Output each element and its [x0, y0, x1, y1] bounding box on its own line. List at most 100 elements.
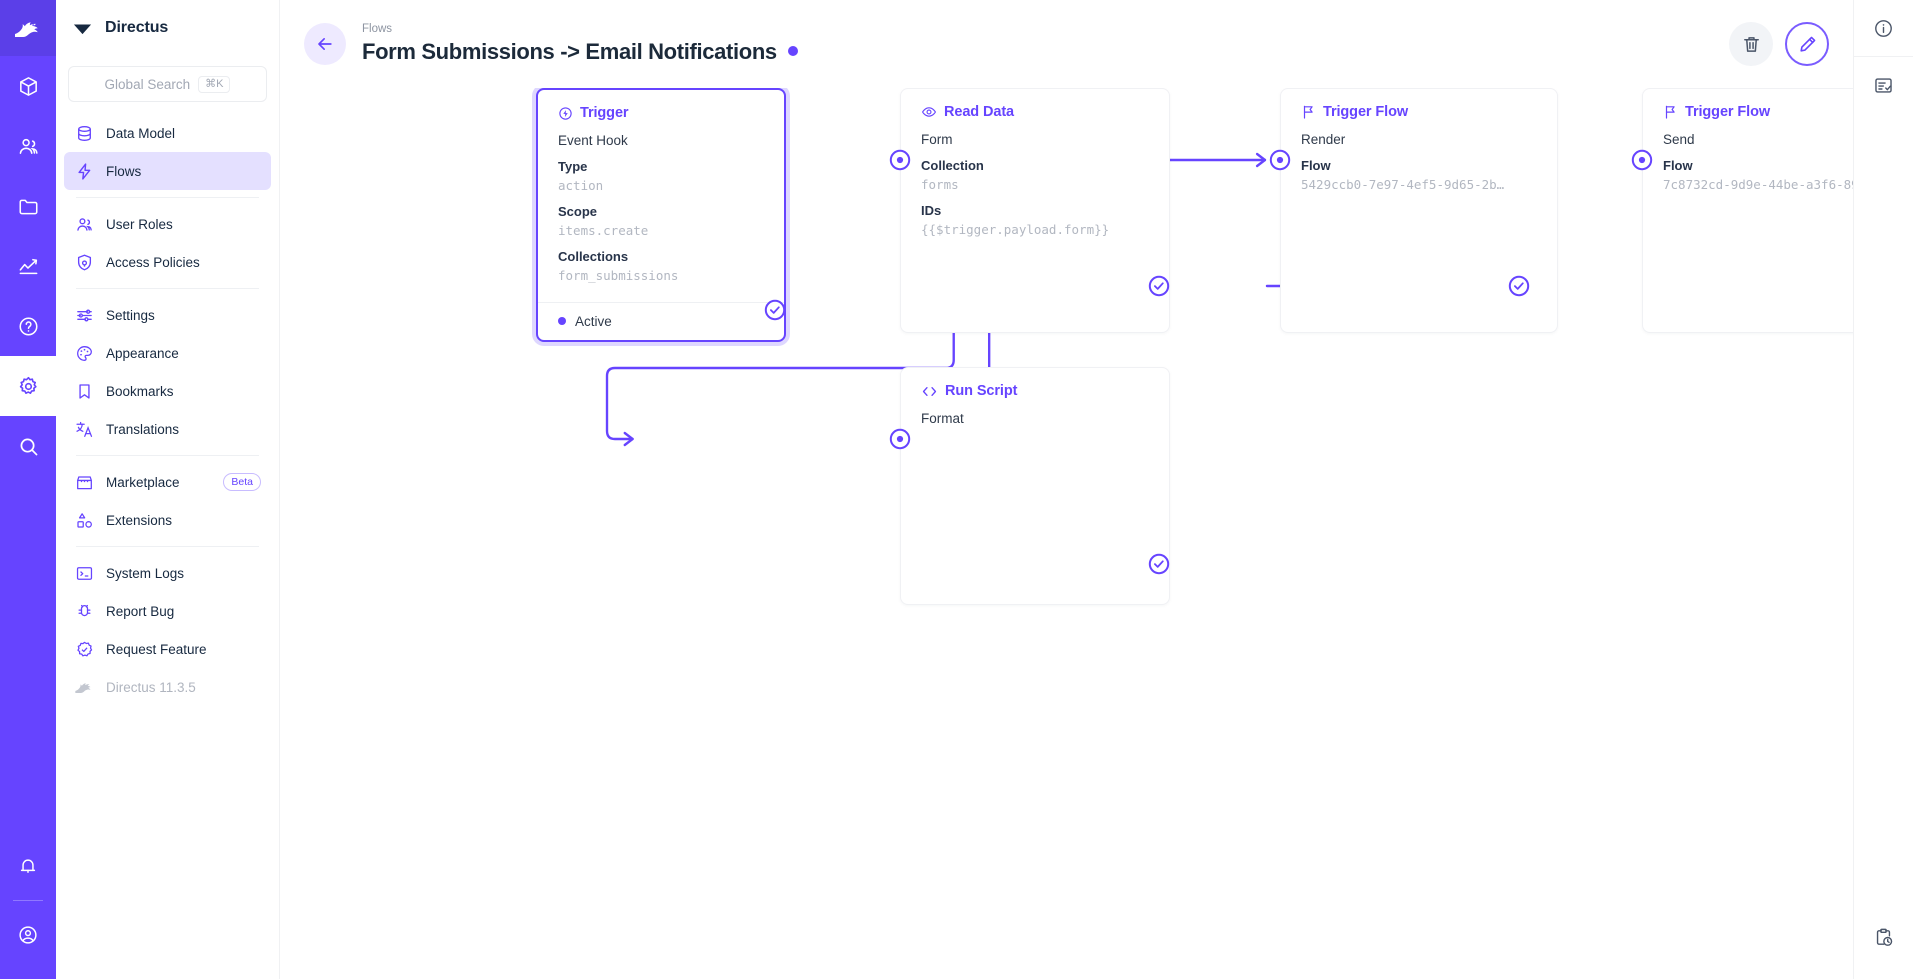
trash-icon [1743, 36, 1759, 52]
extensions-icon [74, 510, 94, 530]
sidebar-item-user-roles[interactable]: User Roles [64, 205, 271, 243]
trigger-status-label: Active [575, 313, 612, 329]
dot-circle-icon [889, 428, 911, 450]
active-dot-icon [558, 317, 566, 326]
flow-canvas[interactable]: Trigger Event Hook Type action Scope ite… [280, 88, 1853, 979]
sidebar-item-marketplace[interactable]: Marketplace Beta [64, 463, 271, 501]
trigger-bolt-circle-icon [559, 106, 572, 120]
breadcrumb[interactable]: Flows [362, 22, 393, 35]
field-key: Scope [558, 204, 598, 220]
sidebar-item-label: User Roles [106, 216, 173, 232]
port-render-input[interactable] [1269, 149, 1291, 171]
rail-item-notifications[interactable] [0, 836, 56, 896]
flow-node-read-data[interactable]: Read Data Form Collection forms IDs {{$t… [900, 88, 1170, 333]
rail-item-content[interactable] [0, 56, 56, 116]
sidebar-item-translations[interactable]: Translations [64, 410, 271, 448]
sidebar-item-appearance[interactable]: Appearance [64, 334, 271, 372]
sidebar-item-label: Access Policies [106, 254, 200, 270]
list-check-icon [1875, 77, 1892, 93]
sidebar-item-label: Directus 11.3.5 [106, 679, 196, 695]
rail-item-settings[interactable] [0, 356, 56, 416]
port-send-input[interactable] [1631, 149, 1653, 171]
port-read-data-resolve[interactable] [1148, 275, 1170, 297]
flow-node-trigger-flow-send[interactable]: Trigger Flow Send Flow 7c8732cd-9d9e-44b… [1642, 88, 1853, 333]
sidebar-item-request-feature[interactable]: Request Feature [64, 630, 271, 668]
sidebar-item-label: Data Model [106, 125, 176, 141]
rail-item-search[interactable] [0, 416, 56, 476]
port-read-data-input[interactable] [889, 149, 911, 171]
sidebar-item-version: Directus 11.3.5 [64, 668, 271, 706]
node-header-label: Trigger [580, 105, 629, 121]
node-header: Trigger Flow [1281, 89, 1557, 130]
field-value: items.create [558, 223, 649, 239]
node-header-label: Trigger Flow [1685, 104, 1771, 120]
sidebar-item-extensions[interactable]: Extensions [64, 501, 271, 539]
sidebar-item-settings[interactable]: Settings [64, 296, 271, 334]
sidebar-title: Directus [105, 19, 169, 36]
flow-node-run-script[interactable]: Run Script Format [900, 367, 1170, 605]
node-operation-name: Event Hook [558, 133, 628, 148]
dot-circle-icon [889, 149, 911, 171]
flow-info-button[interactable] [1854, 0, 1913, 56]
rail-divider [13, 900, 43, 901]
right-sidebar-divider [1853, 56, 1913, 57]
sidebar-divider [76, 546, 259, 547]
node-body: Event Hook Type action Scope items.creat… [538, 131, 784, 302]
module-rail [0, 0, 56, 979]
port-run-script-input[interactable] [889, 428, 911, 450]
flow-node-trigger[interactable]: Trigger Event Hook Type action Scope ite… [536, 88, 786, 342]
rail-item-docs[interactable] [0, 296, 56, 356]
sidebar-item-flows[interactable]: Flows [64, 152, 271, 190]
back-button[interactable] [304, 23, 346, 65]
settings-sidebar: Directus Global Search ⌘K Data Model Flo… [56, 0, 280, 979]
people-icon [19, 138, 38, 154]
trigger-status-row: Active [538, 301, 784, 340]
dot-circle-icon [1269, 149, 1291, 171]
node-header-label: Read Data [944, 104, 1015, 120]
sidebar-item-label: Extensions [106, 512, 173, 528]
rail-item-files[interactable] [0, 176, 56, 236]
search-shortcut: ⌘K [198, 75, 231, 93]
flow-logs-button[interactable] [1854, 57, 1913, 113]
node-operation-name: Format [921, 411, 964, 426]
node-header: Trigger [538, 90, 784, 131]
sidebar-divider [76, 288, 259, 289]
port-run-script-resolve[interactable] [1148, 553, 1170, 575]
translate-icon [74, 419, 94, 439]
field-key: IDs [921, 203, 942, 219]
activity-log-button[interactable] [1854, 909, 1913, 965]
sidebar-item-label: System Logs [106, 565, 185, 581]
bolt-icon [74, 161, 94, 181]
box-icon [19, 76, 37, 96]
terminal-icon [74, 563, 94, 583]
sidebar-item-report-bug[interactable]: Report Bug [64, 592, 271, 630]
page-header: Flows Form Submissions -> Email Notifica… [280, 0, 1853, 88]
sidebar-divider [76, 197, 259, 198]
sidebar-item-label: Settings [106, 307, 155, 323]
edit-flow-button[interactable] [1785, 22, 1829, 66]
tune-icon [74, 305, 94, 325]
sidebar-item-data-model[interactable]: Data Model [64, 114, 271, 152]
rail-item-users[interactable] [0, 116, 56, 176]
flag-icon [1303, 105, 1313, 119]
rail-item-account[interactable] [0, 905, 56, 965]
global-search-wrap: Global Search ⌘K [56, 56, 279, 112]
status-badge [787, 46, 798, 57]
sidebar-nav-list: Data Model Flows User Roles Access P [56, 112, 279, 706]
directus-logo-button[interactable] [0, 0, 56, 56]
delete-flow-button[interactable] [1729, 22, 1773, 66]
port-render-resolve[interactable] [1508, 275, 1530, 297]
rail-item-insights[interactable] [0, 236, 56, 296]
sidebar-item-label: Bookmarks [106, 383, 174, 399]
info-circle-icon [1875, 19, 1892, 37]
bookmark-icon [74, 381, 94, 401]
sidebar-item-bookmarks[interactable]: Bookmarks [64, 372, 271, 410]
search-input[interactable]: Global Search ⌘K [68, 66, 267, 102]
node-header: Trigger Flow [1643, 89, 1853, 130]
sidebar-item-access-policies[interactable]: Access Policies [64, 243, 271, 281]
page-title: Form Submissions -> Email Notifications [362, 38, 777, 64]
field-value: action [558, 178, 604, 194]
port-trigger-resolve[interactable] [764, 299, 786, 321]
sidebar-item-system-logs[interactable]: System Logs [64, 554, 271, 592]
